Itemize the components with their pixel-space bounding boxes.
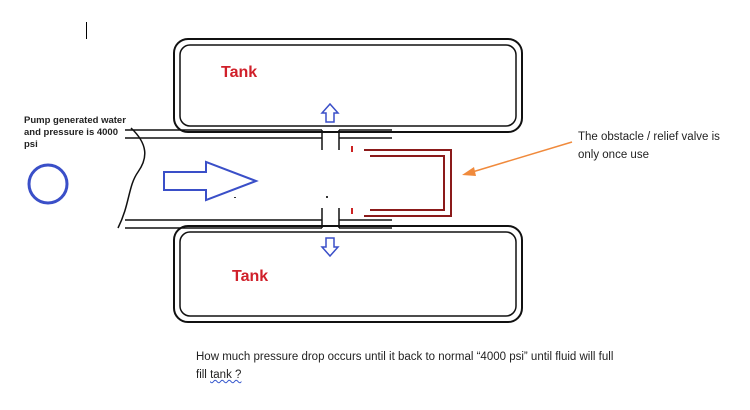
flow-arrow [163, 160, 259, 202]
pipe-break-line [117, 127, 146, 229]
pipe-walls [125, 129, 392, 229]
pointer-line [468, 141, 573, 174]
bottom-tank-outer [173, 225, 523, 323]
pump-label: Pump generated water and pressure is 400… [24, 115, 126, 150]
question-text: How much pressure drop occurs until it b… [196, 348, 626, 384]
question-main: How much pressure drop occurs until it b… [196, 351, 614, 381]
bottom-tank-label: Tank [232, 268, 269, 285]
top-tank-outer [173, 38, 523, 133]
question-tail: tank ? [210, 369, 242, 381]
text-cursor [86, 22, 87, 39]
top-tank-label: Tank [221, 64, 258, 81]
obstacle-label: The obstacle / relief valve is only once… [578, 131, 720, 161]
pointer-arrowhead [462, 167, 476, 176]
obstacle-path [364, 149, 452, 217]
top-tank-inner [179, 44, 517, 127]
bottom-tank-inner [179, 231, 517, 317]
debris-dots [234, 196, 328, 198]
up-arrow [320, 102, 340, 123]
down-arrow [320, 237, 340, 258]
pump-circle [27, 163, 69, 205]
